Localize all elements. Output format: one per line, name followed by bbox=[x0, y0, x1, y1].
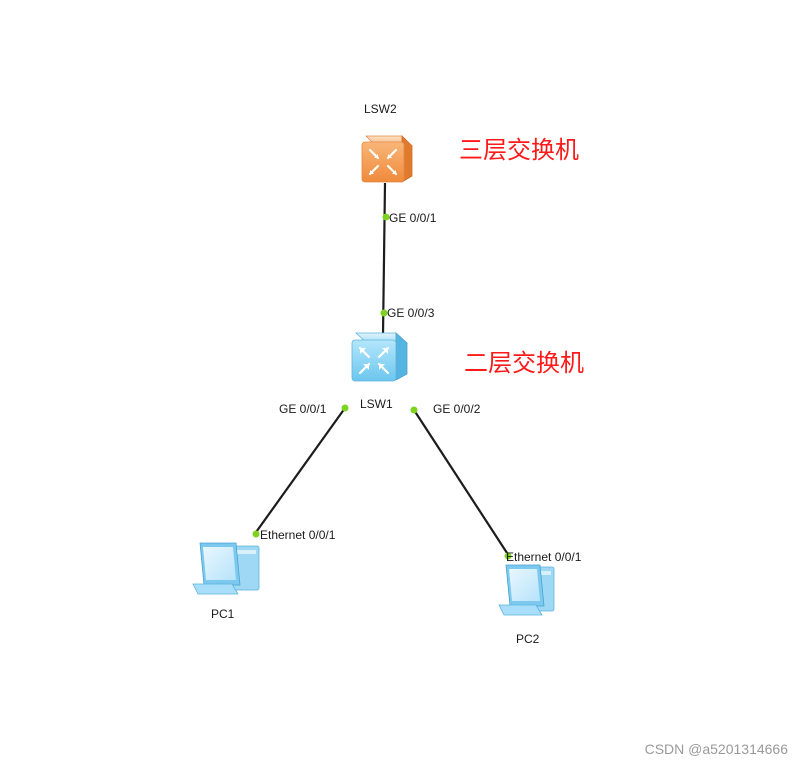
port-markers bbox=[252, 213, 512, 560]
l2-switch-icon[interactable] bbox=[351, 332, 409, 382]
port-label-pc2-eth: Ethernet 0/0/1 bbox=[506, 550, 582, 564]
port-dot-pc2-eth[interactable] bbox=[504, 552, 512, 560]
link-lsw1-pc1[interactable] bbox=[253, 407, 346, 536]
port-dot-lsw1-ge001[interactable] bbox=[341, 404, 349, 412]
port-label-lsw2-ge001: GE 0/0/1 bbox=[389, 211, 437, 225]
watermark: CSDN @a5201314666 bbox=[645, 741, 789, 757]
port-label-lsw1-ge001: GE 0/0/1 bbox=[279, 402, 327, 416]
port-dot-pc1-eth[interactable] bbox=[252, 530, 260, 538]
pc1-computer-icon[interactable] bbox=[192, 542, 260, 595]
lsw1-label: LSW1 bbox=[360, 397, 393, 411]
lsw2-label: LSW2 bbox=[364, 102, 397, 116]
l3-switch-icon[interactable] bbox=[361, 135, 413, 183]
port-dot-lsw2-ge001[interactable] bbox=[382, 213, 390, 221]
port-label-lsw1-ge003: GE 0/0/3 bbox=[387, 306, 435, 320]
l3-switch-annotation: 三层交换机 bbox=[459, 136, 579, 164]
l2-switch-annotation: 二层交换机 bbox=[464, 349, 584, 377]
port-dot-lsw1-ge003[interactable] bbox=[380, 309, 388, 317]
port-label-lsw1-ge002: GE 0/0/2 bbox=[433, 402, 481, 416]
link-lsw1-pc2[interactable] bbox=[413, 409, 510, 557]
pc2-label: PC2 bbox=[516, 632, 540, 646]
port-label-pc1-eth: Ethernet 0/0/1 bbox=[260, 528, 336, 542]
port-dot-lsw1-ge002[interactable] bbox=[410, 406, 418, 414]
pc2-computer-icon[interactable] bbox=[498, 564, 555, 616]
pc1-label: PC1 bbox=[211, 607, 235, 621]
